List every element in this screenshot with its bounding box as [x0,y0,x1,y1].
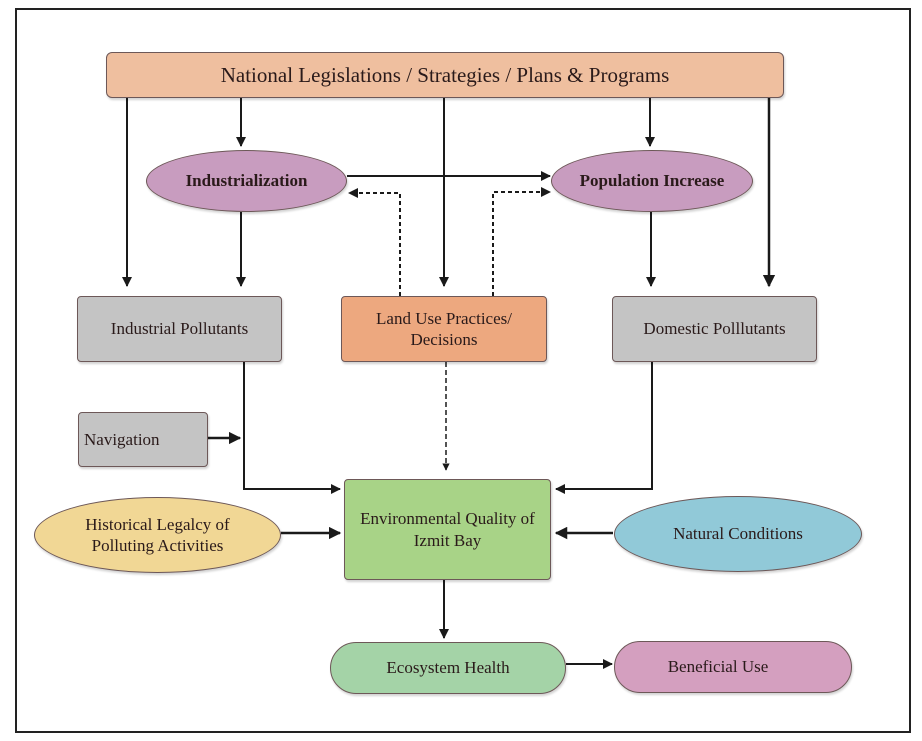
node-ecosystem: Ecosystem Health [330,642,566,694]
node-beneficial-label: Beneficial Use [667,657,769,677]
node-industrialization-label: Industrialization [185,171,308,191]
node-ecosystem-label: Ecosystem Health [386,658,510,678]
node-domestic-pollutants: Domestic Polllutants [612,296,817,362]
node-env-quality: Environmental Quality of Izmit Bay [344,479,551,580]
node-natural: Natural Conditions [614,496,862,572]
node-industrial-pollutants: Industrial Pollutants [77,296,282,362]
node-population: Population Increase [551,150,753,212]
edge-land-use-population [492,187,551,296]
node-population-label: Population Increase [579,171,725,191]
edge-land-use-industrialization [348,188,401,296]
edge-industrial-pollutants-env-quality [243,362,341,494]
node-beneficial: Beneficial Use [614,641,852,693]
node-industrialization: Industrialization [146,150,347,212]
node-navigation: Navigation [78,412,208,467]
edge-domestic-pollutants-env-quality [555,362,653,494]
node-env-quality-label: Environmental Quality of Izmit Bay [360,509,535,550]
node-industrial-pollutants-label: Industrial Pollutants [110,319,249,339]
node-domestic-pollutants-label: Domestic Polllutants [643,319,786,339]
node-land-use-label: Land Use Practices/ Decisions [376,308,512,349]
node-land-use: Land Use Practices/ Decisions [341,296,547,362]
diagram-frame [15,8,911,733]
node-natural-label: Natural Conditions [673,524,803,544]
node-historical: Historical Legalcy of Polluting Activiti… [34,497,281,573]
node-legislation-label: National Legislations / Strategies / Pla… [220,62,670,87]
node-historical-label: Historical Legalcy of Polluting Activiti… [85,514,230,555]
node-navigation-label: Navigation [84,429,160,449]
node-legislation: National Legislations / Strategies / Pla… [106,52,784,98]
